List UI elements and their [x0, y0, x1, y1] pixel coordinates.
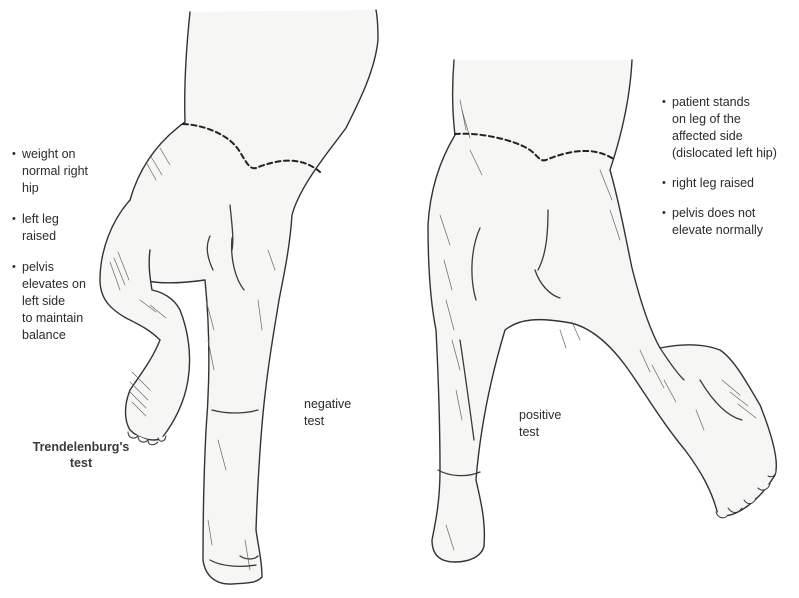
right-note-stance: patient stands on leg of the affected si… — [662, 94, 797, 162]
left-note-weight: weight on normal right hip — [12, 146, 112, 197]
positive-test-label: positive test — [519, 407, 589, 441]
figure-title: Trendelenburg's test — [6, 439, 156, 471]
left-annotations: weight on normal right hip left leg rais… — [12, 146, 112, 358]
left-note-leg-raised: left leg raised — [12, 211, 112, 245]
right-note-leg-raised: right leg raised — [662, 175, 797, 192]
right-annotations: patient stands on leg of the affected si… — [662, 94, 797, 252]
negative-test-figure — [100, 10, 378, 584]
negative-test-label: negative test — [304, 396, 374, 430]
right-note-pelvis: pelvis does not elevate normally — [662, 205, 797, 239]
left-note-pelvis: pelvis elevates on left side to maintain… — [12, 259, 112, 344]
